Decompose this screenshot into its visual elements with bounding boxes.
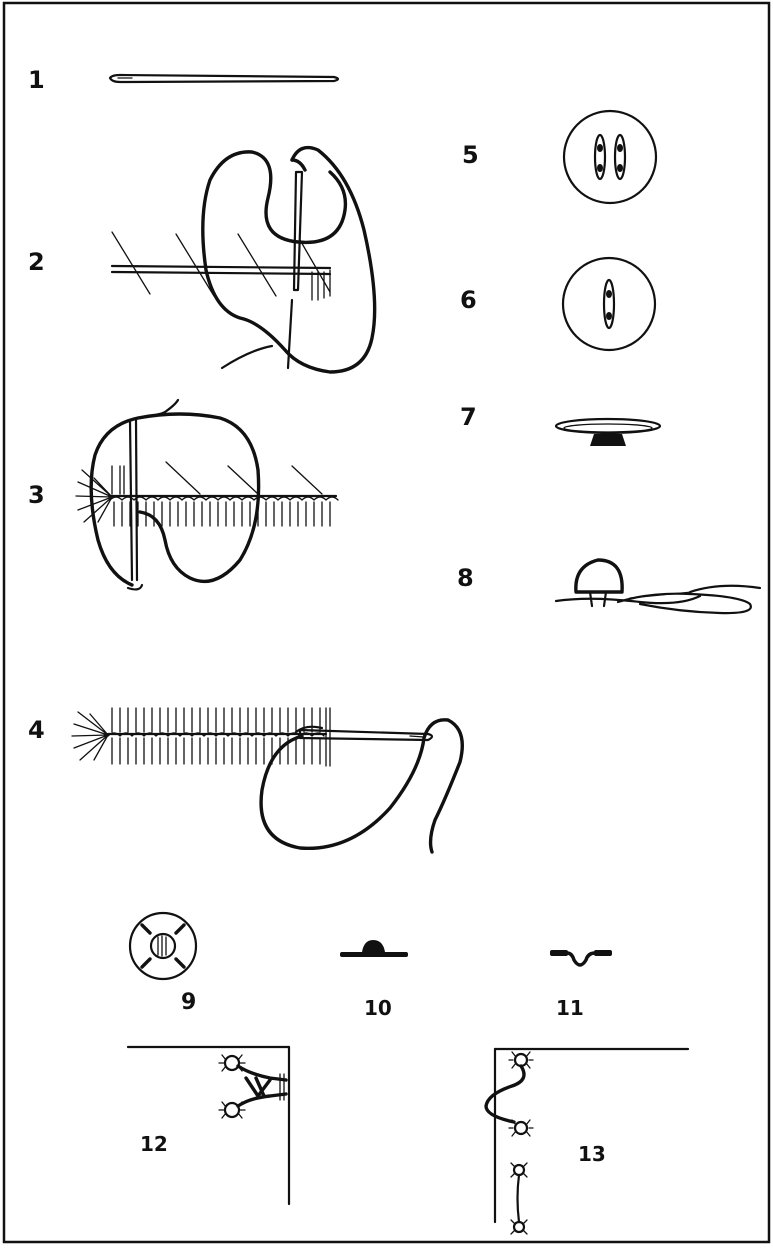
figure-10: 10 [340, 940, 408, 1020]
needle-icon [288, 172, 302, 368]
figure-3: 3 [28, 400, 338, 589]
button-single-slot-icon [563, 258, 655, 350]
figure-12-number: 12 [140, 1132, 168, 1156]
figure-2-number: 2 [28, 248, 45, 276]
fabric-edge-icon [110, 462, 338, 526]
figure-7: 7 [460, 403, 660, 446]
thread-fan-icon [72, 712, 108, 760]
garment-corner-icon [128, 1047, 289, 1204]
figure-1-number: 1 [28, 66, 45, 94]
figure-10-number: 10 [364, 996, 392, 1020]
button-two-holes-icon [564, 111, 656, 203]
button-dome-side-icon [340, 940, 408, 957]
hook-and-eye-icon [550, 950, 612, 965]
eye-loop-icon [486, 1052, 533, 1136]
figure-7-number: 7 [460, 403, 477, 431]
figure-1: 1 [28, 66, 338, 94]
figure-9: 9 [130, 913, 196, 1015]
figure-6: 6 [460, 258, 655, 350]
figure-13-number: 13 [578, 1142, 606, 1166]
hook-stitch-icon [219, 1055, 286, 1118]
button-shank-side-icon [556, 419, 660, 446]
figure-12: 12 [128, 1047, 289, 1204]
figure-2: 2 [28, 148, 375, 372]
figure-5-number: 5 [462, 141, 479, 169]
figure-13: 13 [486, 1049, 688, 1234]
figure-5: 5 [462, 111, 656, 203]
figure-4-number: 4 [28, 716, 45, 744]
figure-3-number: 3 [28, 481, 45, 509]
needle-icon [110, 75, 338, 82]
button-four-holes-icon [130, 913, 196, 979]
figure-11: 11 [550, 950, 612, 1020]
figure-6-number: 6 [460, 286, 477, 314]
figure-9-number: 9 [181, 990, 196, 1015]
figure-4: 4 [28, 708, 462, 852]
figure-8: 8 [457, 560, 760, 613]
plate-border [4, 3, 769, 1242]
figure-8-number: 8 [457, 564, 474, 592]
figure-11-number: 11 [556, 996, 584, 1020]
thread-loop-icon [91, 400, 258, 589]
eye-loop-icon [511, 1163, 527, 1234]
